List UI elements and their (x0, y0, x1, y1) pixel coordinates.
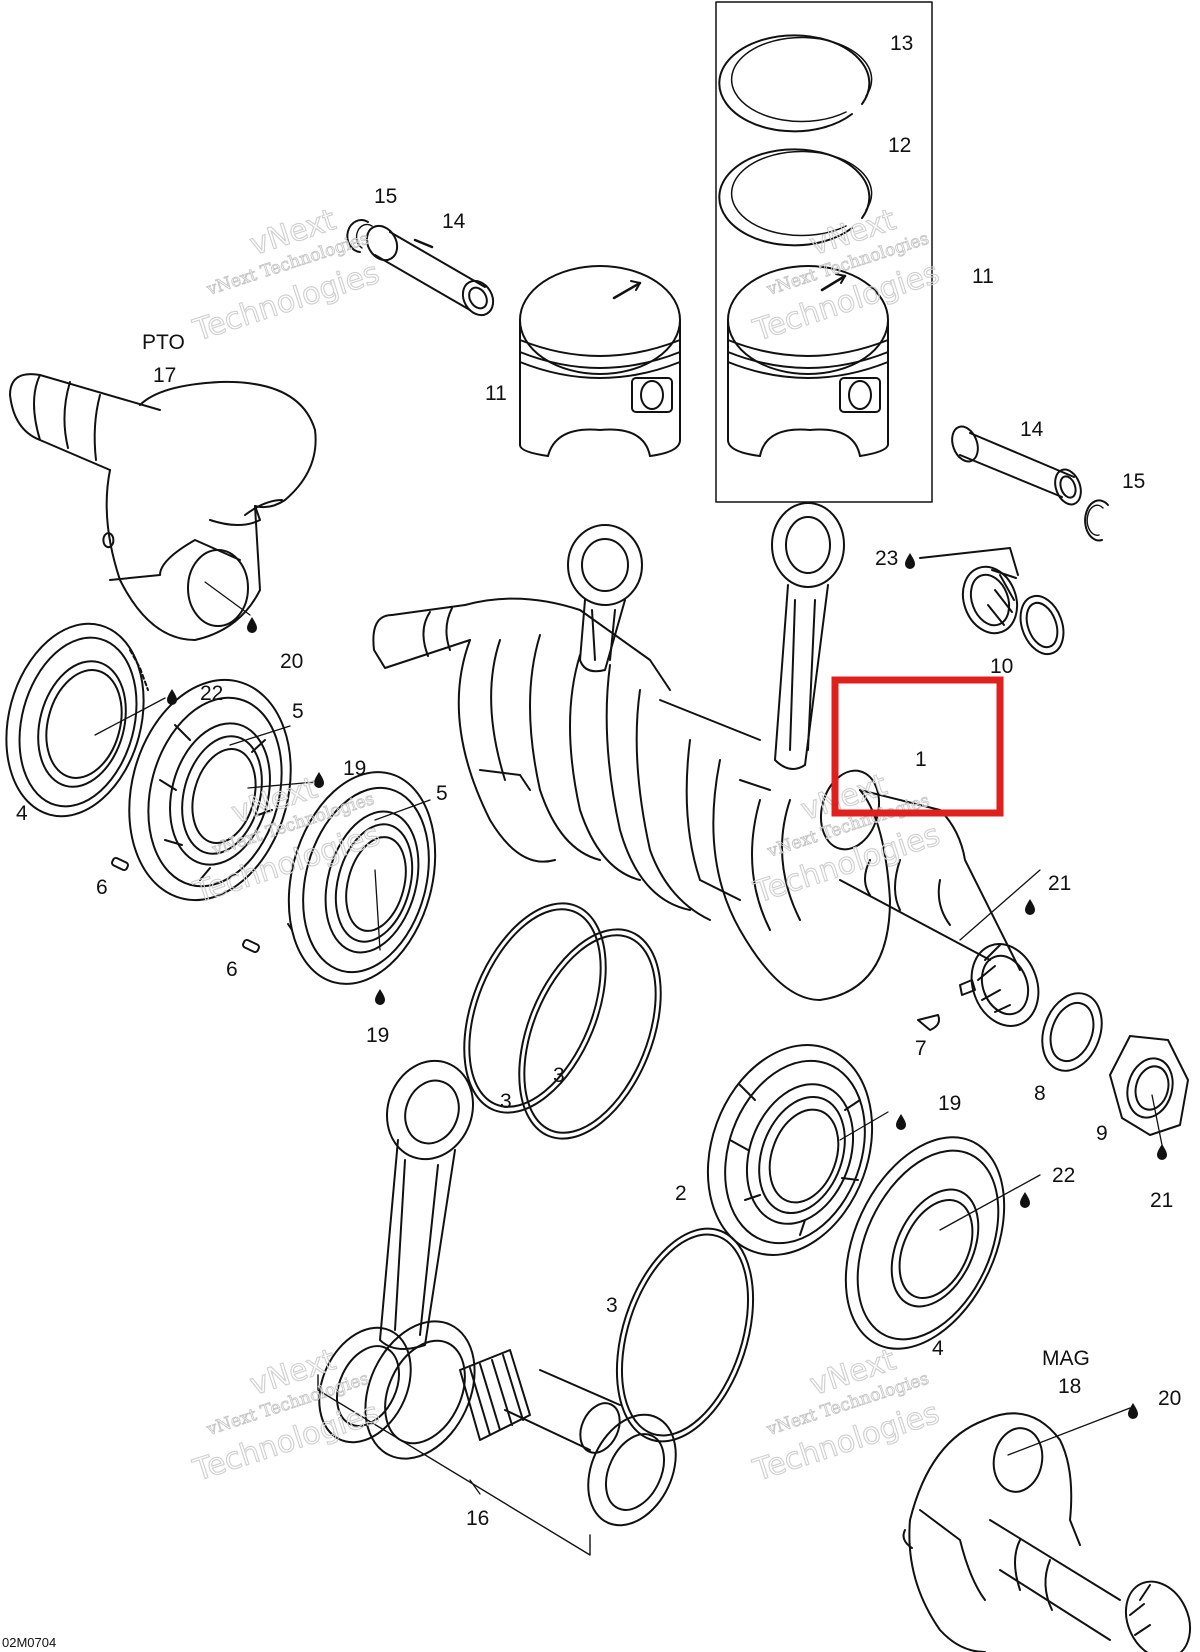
oil-seal-4-right (844, 1136, 1006, 1350)
label-4-right[interactable]: 4 (932, 1337, 944, 1360)
label-21-b[interactable]: 21 (1150, 1189, 1173, 1212)
label-19-right[interactable]: 19 (938, 1092, 961, 1115)
crank-half-pto-17 (9, 373, 317, 641)
ball-bearing-2 (706, 1044, 874, 1256)
crank-half-mag-18 (902, 1412, 1192, 1652)
highlight-box-part-1[interactable] (831, 676, 1004, 817)
piston-pin-14-right (951, 425, 1082, 506)
needle-bearing-10 (919, 547, 1065, 656)
label-11-left[interactable]: 11 (485, 382, 507, 405)
circlip-15-right (1084, 499, 1109, 542)
label-14-right[interactable]: 14 (1020, 418, 1044, 441)
label-4-left[interactable]: 4 (16, 802, 28, 825)
label-15-right[interactable]: 15 (1122, 470, 1145, 493)
ball-bearing-5-middle (287, 771, 437, 985)
leader-lines (94, 581, 1163, 1495)
oil-seal-4-left (5, 622, 149, 818)
label-19-middle[interactable]: 19 (366, 1024, 389, 1047)
part-labels: 13 12 15 14 11 11 PTO 17 14 15 23 10 20 … (2, 32, 1181, 1650)
label-9[interactable]: 9 (1096, 1122, 1108, 1145)
lock-washer-8 (1041, 992, 1103, 1072)
label-18[interactable]: 18 (1058, 1375, 1081, 1398)
label-20-left[interactable]: 20 (280, 650, 303, 673)
piston-11-left (519, 265, 681, 457)
label-23[interactable]: 23 (875, 547, 898, 570)
label-11-right[interactable]: 11 (972, 265, 994, 288)
label-3-b[interactable]: 3 (553, 1064, 565, 1087)
label-14-top[interactable]: 14 (442, 210, 466, 233)
label-1[interactable]: 1 (915, 748, 927, 771)
label-10[interactable]: 10 (990, 655, 1013, 678)
label-5-middle[interactable]: 5 (436, 782, 448, 805)
piston-11-right (727, 265, 889, 457)
piston-kit-box (715, 1, 933, 503)
oil-drop-icons (167, 553, 1167, 1419)
dowel-pin-6-a (111, 856, 129, 872)
label-mag[interactable]: MAG (1042, 1347, 1090, 1370)
label-20-right[interactable]: 20 (1158, 1387, 1181, 1410)
label-17[interactable]: 17 (153, 364, 176, 387)
label-13[interactable]: 13 (890, 32, 913, 55)
piston-pin-14-top (365, 224, 495, 317)
piston-ring-12 (718, 148, 873, 247)
piston-ring-13 (718, 34, 873, 133)
circlip-15-top (346, 219, 373, 253)
watermark-group: vNext vNext Technologies Technologies vN… (188, 202, 945, 1489)
o-ring-3-b (518, 928, 662, 1140)
nut-9 (1109, 1035, 1189, 1136)
label-3-c[interactable]: 3 (606, 1294, 618, 1317)
label-22-left[interactable]: 22 (200, 682, 223, 705)
label-16[interactable]: 16 (466, 1507, 489, 1530)
label-8[interactable]: 8 (1034, 1082, 1046, 1105)
o-ring-3-c (615, 1227, 755, 1443)
label-15-top[interactable]: 15 (374, 185, 397, 208)
label-12[interactable]: 12 (888, 134, 911, 157)
label-6-a[interactable]: 6 (96, 876, 108, 899)
label-6-b[interactable]: 6 (226, 958, 238, 981)
ball-bearing-5-left (128, 678, 292, 902)
label-pto[interactable]: PTO (142, 331, 185, 354)
label-3-a[interactable]: 3 (500, 1090, 512, 1113)
o-ring-3-a (463, 902, 607, 1114)
connecting-rod-kit-16 (317, 1059, 677, 1556)
dowel-pin-6-b (242, 938, 260, 954)
crankshaft-assembly-1 (372, 502, 1040, 1027)
label-7[interactable]: 7 (915, 1037, 927, 1060)
woodruff-key-7 (917, 1014, 940, 1031)
label-21-a[interactable]: 21 (1048, 872, 1071, 895)
label-2[interactable]: 2 (675, 1182, 687, 1205)
figure-code: 02M0704 (2, 1635, 56, 1650)
label-22-right[interactable]: 22 (1052, 1164, 1075, 1187)
label-5-left[interactable]: 5 (292, 700, 304, 723)
label-19-left[interactable]: 19 (343, 757, 366, 780)
